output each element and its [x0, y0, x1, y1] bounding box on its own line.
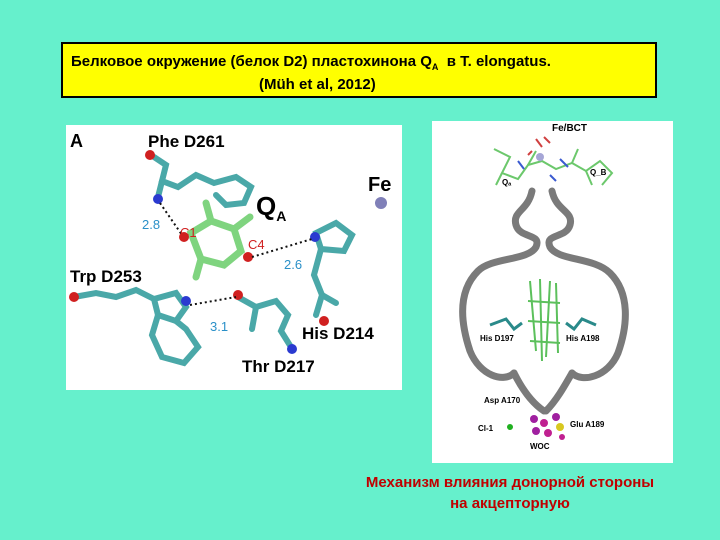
- his-oxygen-atom: [319, 316, 329, 326]
- caption: Механизм влияния донорной стороны на акц…: [330, 472, 690, 514]
- quinone-oxygen-c4: [243, 252, 253, 262]
- distance-2-6-label: 2.6: [284, 257, 302, 272]
- qa-label-main: Q: [256, 191, 276, 221]
- caption-line-2: на акцепторную: [450, 495, 570, 512]
- atom-c4-label: C4: [248, 237, 265, 252]
- title-subscript: A: [431, 62, 439, 72]
- fe-bct-cofactor-blue: [517, 158, 569, 182]
- distance-2-8-label: 2.8: [142, 217, 160, 232]
- phe-oxygen-atom: [145, 150, 155, 160]
- title-line-1: Белковое окружение (белок D2) пластохино…: [71, 53, 551, 72]
- glu-a189-label: Glu A189: [570, 420, 605, 429]
- protein-backbone-figure: Fe/BCT Qₐ Q_B His D197 His A198 Asp A170…: [432, 121, 673, 463]
- his-d197-label: His D197: [480, 334, 514, 343]
- distance-3-1-label: 3.1: [210, 319, 228, 334]
- his-d214-structure: [310, 219, 356, 318]
- qb-label: Q_B: [590, 168, 607, 177]
- cl-atom: [507, 424, 513, 430]
- title-prefix: Белковое окружение (белок D2) пластохино…: [71, 53, 432, 70]
- thr-nitrogen-atom: [287, 344, 297, 354]
- title-box: Белковое окружение (белок D2) пластохино…: [61, 42, 657, 98]
- asp-a170-label: Asp A170: [484, 396, 521, 405]
- cl1-label: Cl-1: [478, 424, 494, 433]
- thr-d217-label: Thr D217: [242, 357, 315, 376]
- fe-bct-cofactor-cluster: [493, 148, 614, 186]
- qa-label: QA: [256, 191, 286, 224]
- phe-nitrogen-atom: [153, 194, 163, 204]
- woc-label: WOC: [530, 442, 550, 451]
- fe-label: Fe: [368, 174, 391, 196]
- trp-d253-label: Trp D253: [70, 267, 142, 286]
- panel-a-label: A: [70, 131, 83, 151]
- trp-nitrogen-atom: [181, 296, 191, 306]
- woc-cluster: [530, 413, 565, 440]
- his-side-chains: [489, 317, 597, 332]
- qa-label-sub: A: [276, 208, 286, 224]
- phe-d261-structure: [151, 154, 255, 209]
- backbone-ribbon-image: Fe/BCT Qₐ Q_B His D197 His A198 Asp A170…: [459, 123, 629, 451]
- his-a198-label: His A198: [566, 334, 600, 343]
- qa-binding-site-figure: A Phe D261 Trp D253 His D214 Thr D217 QA…: [66, 125, 402, 390]
- caption-line-1: Механизм влияния донорной стороны: [365, 474, 655, 491]
- qa-b-label: Qₐ: [502, 178, 511, 187]
- fe-bct-cofactor-red: [527, 136, 551, 156]
- hydrogen-bonds: [159, 202, 313, 306]
- trp-d253-structure: [71, 286, 202, 367]
- thr-oxygen-atom: [233, 290, 243, 300]
- quinone-oxygen-c1: [179, 232, 189, 242]
- quinone-qa-structure: [186, 199, 254, 281]
- central-cofactor-column: [527, 278, 561, 362]
- qa-site-structure-image: A Phe D261 Trp D253 His D214 Thr D217 QA…: [69, 131, 391, 376]
- title-suffix: в T. elongatus.: [438, 53, 551, 70]
- atom-c1-label: C1: [180, 225, 197, 240]
- trp-oxygen-atom: [69, 292, 79, 302]
- his-d214-label: His D214: [302, 324, 374, 343]
- phe-d261-label: Phe D261: [148, 132, 225, 151]
- backbone-ribbon: [459, 187, 629, 415]
- fe-atom: [375, 197, 387, 209]
- title-citation: (Müh et al, 2012): [259, 76, 376, 93]
- fe-atom-b: [536, 153, 544, 161]
- his-nitrogen-atom: [310, 232, 320, 242]
- thr-d217-structure: [235, 294, 294, 350]
- fe-bct-label: Fe/BCT: [552, 123, 587, 134]
